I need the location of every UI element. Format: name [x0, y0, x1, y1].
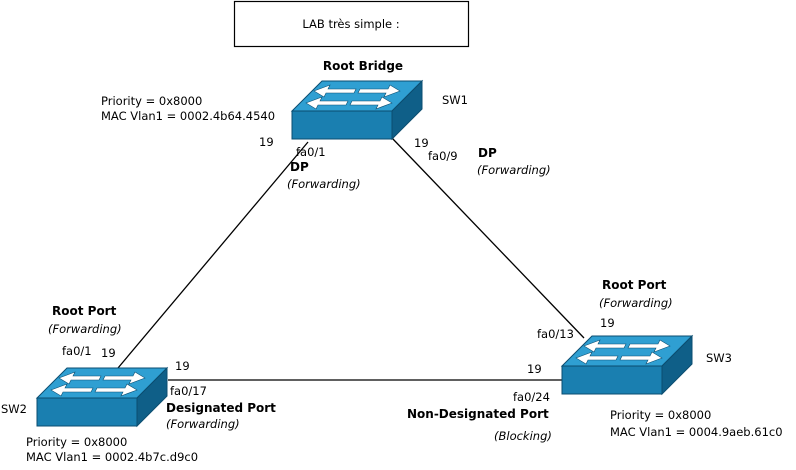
- sw3-fa013-port: fa0/13: [537, 327, 574, 341]
- sw2-fa01-cost: 19: [101, 346, 116, 360]
- sw3-mac: MAC Vlan1 = 0004.9aeb.61c0: [610, 425, 783, 439]
- sw1-fa09-port: fa0/9: [428, 149, 458, 163]
- sw3-fa024-port: fa0/24: [513, 390, 550, 404]
- sw3-fa013-role: Root Port: [602, 278, 667, 292]
- sw2-fa01-role: Root Port: [52, 304, 117, 318]
- switch-sw1-icon: [291, 80, 423, 140]
- link-sw1-sw2: [117, 141, 309, 369]
- sw1-fa01-port: fa0/1: [296, 145, 326, 159]
- sw3-fa013-state: (Forwarding): [599, 296, 673, 310]
- sw2-fa01-state: (Forwarding): [48, 322, 122, 336]
- sw1-name: SW1: [442, 93, 468, 107]
- sw2-fa017-cost: 19: [175, 359, 190, 373]
- title-box: [233, 0, 470, 48]
- sw1-fa01-state: (Forwarding): [287, 177, 361, 191]
- sw2-fa017-state: (Forwarding): [166, 417, 240, 431]
- sw2-fa01-port: fa0/1: [62, 344, 92, 358]
- switch-sw3-icon: [561, 335, 693, 395]
- sw1-mac: MAC Vlan1 = 0002.4b64.4540: [101, 109, 275, 123]
- switch-sw2-icon: [36, 367, 168, 427]
- sw2-fa017-port: fa0/17: [170, 384, 207, 398]
- sw1-fa09-cost: 19: [414, 136, 429, 150]
- sw1-role-label: Root Bridge: [323, 59, 403, 73]
- sw3-fa024-cost: 19: [527, 362, 542, 376]
- sw3-fa024-state: (Blocking): [494, 429, 552, 443]
- sw1-priority: Priority = 0x8000: [101, 94, 202, 108]
- sw1-fa01-cost: 19: [259, 135, 274, 149]
- link-sw1-sw3: [391, 137, 585, 339]
- sw3-name: SW3: [706, 351, 732, 365]
- sw1-fa09-role: DP: [478, 146, 497, 160]
- sw2-name: SW2: [1, 402, 27, 416]
- sw3-fa013-cost: 19: [600, 316, 615, 330]
- sw1-fa01-role: DP: [290, 160, 309, 174]
- sw2-fa017-role: Designated Port: [166, 401, 276, 415]
- sw2-priority: Priority = 0x8000: [26, 435, 127, 449]
- diagram-title: LAB très simple :: [302, 17, 399, 31]
- sw1-fa09-state: (Forwarding): [477, 163, 551, 177]
- sw2-mac: MAC Vlan1 = 0002.4b7c.d9c0: [26, 450, 198, 464]
- sw3-fa024-role: Non-Designated Port: [407, 407, 549, 421]
- sw3-priority: Priority = 0x8000: [610, 408, 711, 422]
